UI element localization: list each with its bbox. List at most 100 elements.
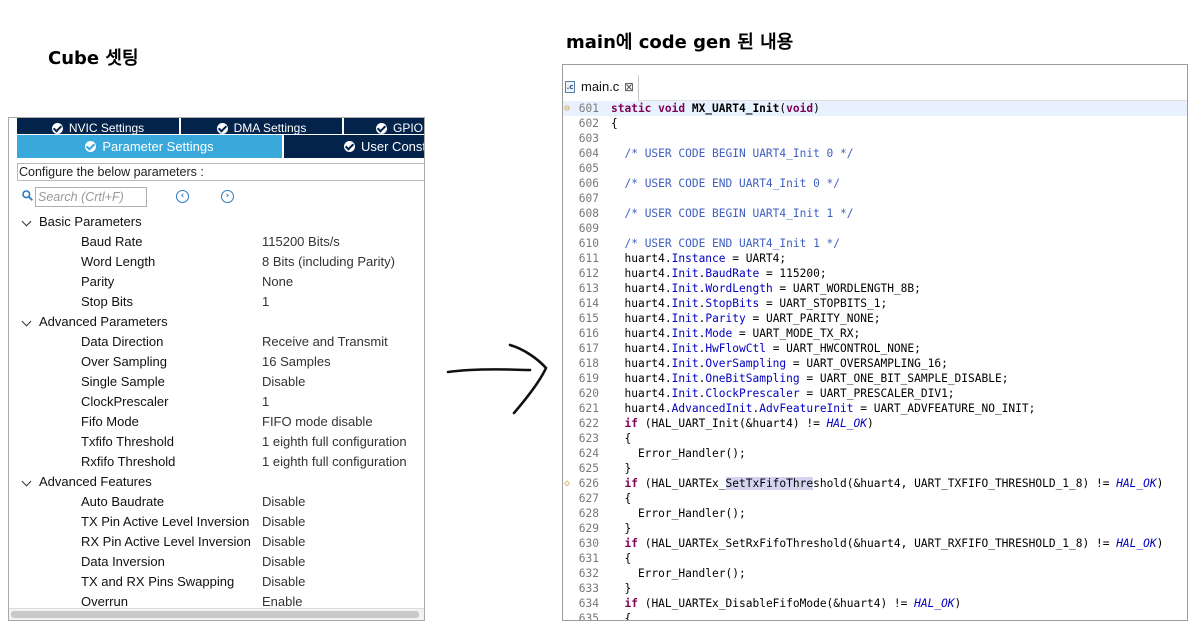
code-line[interactable]: 634 if (HAL_UARTEx_DisableFifoMode(&huar…: [563, 596, 1187, 611]
group-row[interactable]: Advanced Features: [9, 472, 424, 492]
param-value[interactable]: Disable: [262, 554, 306, 569]
param-value[interactable]: Disable: [262, 514, 306, 529]
occurrence-marker-icon[interactable]: ◇: [564, 478, 571, 489]
file-tab-main-c[interactable]: .c main.c ⊠: [563, 75, 639, 101]
code-line[interactable]: 633 }: [563, 581, 1187, 596]
code-line[interactable]: 611 huart4.Instance = UART4;: [563, 251, 1187, 266]
tab-parameter-settings[interactable]: Parameter Settings: [17, 135, 284, 158]
param-value[interactable]: Disable: [262, 494, 306, 509]
code-text: huart4.Instance = UART4;: [611, 252, 787, 265]
code-line[interactable]: 624 Error_Handler();: [563, 446, 1187, 461]
circle-left-icon[interactable]: ‹: [176, 190, 189, 203]
file-tab-label: main.c: [581, 79, 620, 94]
right-title: main에 code gen 된 내용: [566, 32, 794, 53]
code-line[interactable]: 625 }: [563, 461, 1187, 476]
code-line[interactable]: 627 {: [563, 491, 1187, 506]
code-line[interactable]: 621 huart4.AdvancedInit.AdvFeatureInit =…: [563, 401, 1187, 416]
param-value[interactable]: None: [262, 274, 294, 289]
code-line[interactable]: 616 huart4.Init.Mode = UART_MODE_TX_RX;: [563, 326, 1187, 341]
tab-gpio-settings[interactable]: GPIO Settings: [344, 118, 424, 134]
code-line[interactable]: 622 if (HAL_UART_Init(&huart4) != HAL_OK…: [563, 416, 1187, 431]
param-value[interactable]: 8 Bits (including Parity): [262, 254, 395, 269]
circle-right-icon[interactable]: ›: [221, 190, 234, 203]
chevron-down-icon[interactable]: [21, 476, 32, 487]
horizontal-scrollbar[interactable]: [9, 608, 424, 620]
code-line[interactable]: 623 {: [563, 431, 1187, 446]
param-value[interactable]: Disable: [262, 534, 306, 549]
line-number: 609: [578, 222, 599, 235]
code-line[interactable]: 631 {: [563, 551, 1187, 566]
search-icon[interactable]: [22, 190, 33, 201]
code-text: huart4.Init.StopBits = UART_STOPBITS_1;: [611, 297, 888, 310]
group-row[interactable]: Advanced Parameters: [9, 312, 424, 332]
param-value[interactable]: 1: [262, 294, 270, 309]
code-line[interactable]: 603: [563, 131, 1187, 146]
scrollbar-thumb[interactable]: [11, 611, 419, 618]
tab-label: User Constants: [361, 139, 424, 154]
code-line[interactable]: 615 huart4.Init.Parity = UART_PARITY_NON…: [563, 311, 1187, 326]
code-line[interactable]: 612 huart4.Init.BaudRate = 115200;: [563, 266, 1187, 281]
param-value[interactable]: 1 eighth full configuration: [262, 454, 407, 469]
code-line[interactable]: 602{: [563, 116, 1187, 131]
param-value[interactable]: Disable: [262, 574, 306, 589]
close-icon[interactable]: ⊠: [624, 80, 635, 94]
code-line[interactable]: 609: [563, 221, 1187, 236]
param-value[interactable]: 1: [262, 394, 270, 409]
code-line[interactable]: 605: [563, 161, 1187, 176]
code-line[interactable]: 607: [563, 191, 1187, 206]
code-line[interactable]: 619 huart4.Init.OneBitSampling = UART_ON…: [563, 371, 1187, 386]
chevron-down-icon[interactable]: [21, 216, 32, 227]
code-line[interactable]: 629 }: [563, 521, 1187, 536]
param-value[interactable]: FIFO mode disable: [262, 414, 373, 429]
code-line[interactable]: 628 Error_Handler();: [563, 506, 1187, 521]
code-line[interactable]: 630 if (HAL_UARTEx_SetRxFifoThreshold(&h…: [563, 536, 1187, 551]
tab-dma-settings[interactable]: DMA Settings: [181, 118, 344, 134]
param-value[interactable]: Disable: [262, 374, 306, 389]
code-line[interactable]: 608 /* USER CODE BEGIN UART4_Init 1 */: [563, 206, 1187, 221]
search-input[interactable]: [35, 187, 147, 207]
param-value[interactable]: 115200 Bits/s: [262, 234, 340, 249]
tab-nvic-settings[interactable]: NVIC Settings: [17, 118, 181, 134]
code-line[interactable]: 632 Error_Handler();: [563, 566, 1187, 581]
code-line[interactable]: 614 huart4.Init.StopBits = UART_STOPBITS…: [563, 296, 1187, 311]
group-row[interactable]: Basic Parameters: [9, 212, 424, 232]
line-number: 628: [578, 507, 599, 520]
line-number: 612: [578, 267, 599, 280]
code-line[interactable]: 617 huart4.Init.HwFlowCtl = UART_HWCONTR…: [563, 341, 1187, 356]
code-line[interactable]: 604 /* USER CODE BEGIN UART4_Init 0 */: [563, 146, 1187, 161]
param-value[interactable]: 1 eighth full configuration: [262, 434, 407, 449]
tab-user-constants[interactable]: User Constants: [284, 135, 424, 158]
chevron-down-icon[interactable]: [21, 316, 32, 327]
code-line[interactable]: 613 huart4.Init.WordLength = UART_WORDLE…: [563, 281, 1187, 296]
code-line[interactable]: 606 /* USER CODE END UART4_Init 0 */: [563, 176, 1187, 191]
fold-collapse-icon[interactable]: ⊖: [564, 103, 571, 114]
param-value[interactable]: Enable: [262, 594, 303, 609]
code-line[interactable]: 618 huart4.Init.OverSampling = UART_OVER…: [563, 356, 1187, 371]
param-value[interactable]: 16 Samples: [262, 354, 331, 369]
param-value[interactable]: Receive and Transmit: [262, 334, 388, 349]
code-line[interactable]: ◇626 if (HAL_UARTEx_SetTxFifoThreshold(&…: [563, 476, 1187, 491]
line-number: 613: [578, 282, 599, 295]
code-line[interactable]: 620 huart4.Init.ClockPrescaler = UART_PR…: [563, 386, 1187, 401]
code-line[interactable]: 635 {: [563, 611, 1187, 620]
code-line[interactable]: 610 /* USER CODE END UART4_Init 1 */: [563, 236, 1187, 251]
